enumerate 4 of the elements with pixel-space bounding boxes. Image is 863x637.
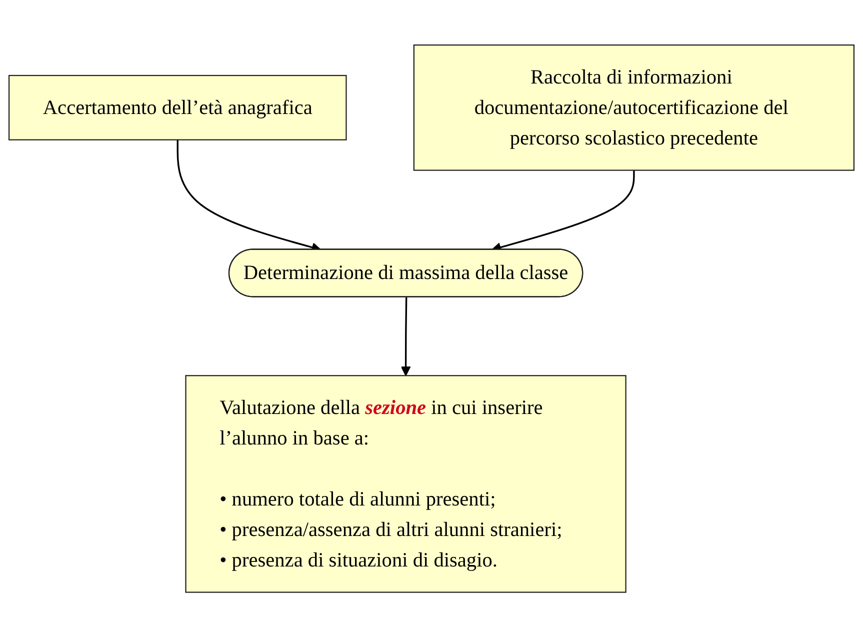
node-box: Raccolta di informazioni documentazione/autocertificazione del percorso scolastico precedente xyxy=(413,44,855,171)
node-box: Accertamento dell’età anagrafica xyxy=(8,74,347,140)
arrow xyxy=(400,297,411,376)
node-box: Valutazione della sezione in cui inserire l’alunno in base a: • numero totale di alunni presenti; • presenza/assenza di altri alunni stranieri; • presenza di situazioni di disagio. xyxy=(185,374,626,593)
